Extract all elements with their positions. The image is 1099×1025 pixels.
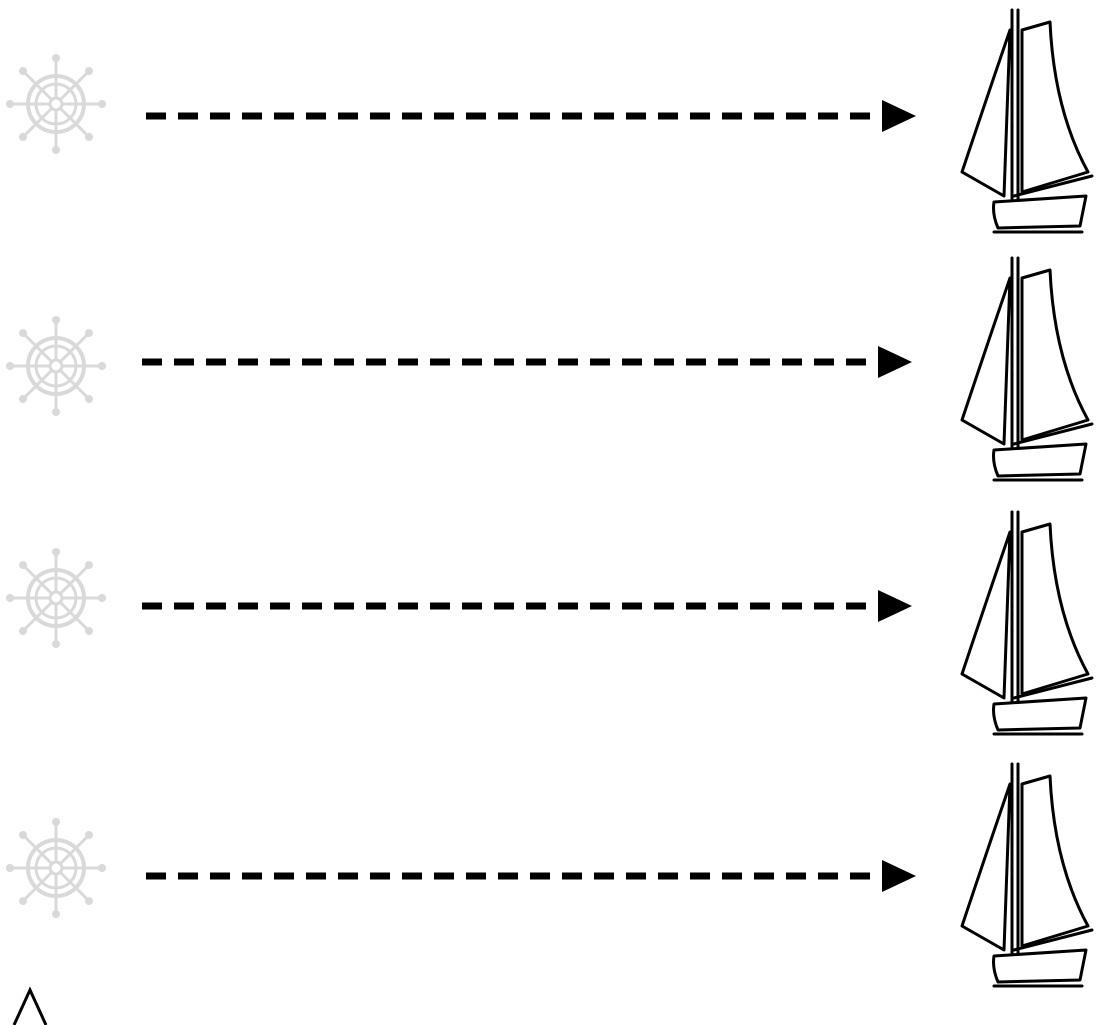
dashed-arrow bbox=[146, 100, 916, 132]
sailboat-icon bbox=[960, 256, 1094, 482]
sailboat-icon bbox=[960, 8, 1094, 234]
row-3 bbox=[4, 510, 1094, 736]
ship-wheel-icon bbox=[4, 816, 108, 920]
partial-triangle-icon bbox=[12, 986, 48, 1025]
row-2 bbox=[4, 256, 1094, 482]
ship-wheel-icon bbox=[4, 314, 108, 418]
ship-wheel-icon bbox=[4, 52, 108, 156]
dashed-arrow bbox=[142, 346, 912, 378]
dashed-arrow bbox=[146, 860, 916, 892]
row-1 bbox=[4, 8, 1094, 234]
row-4 bbox=[4, 762, 1094, 988]
dashed-arrow bbox=[142, 590, 912, 622]
sailboat-icon bbox=[960, 762, 1094, 988]
sailboat-icon bbox=[960, 510, 1094, 736]
ship-wheel-icon bbox=[4, 546, 108, 650]
